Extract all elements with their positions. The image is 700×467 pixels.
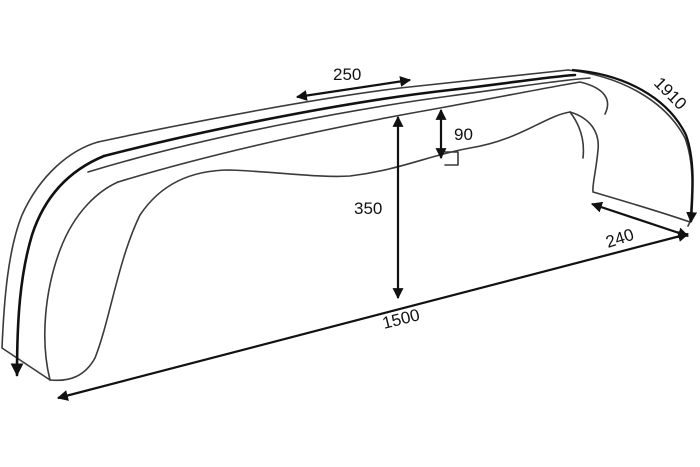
fender-front-profile bbox=[1, 141, 119, 381]
fender-body bbox=[1, 69, 693, 382]
edge-bead-front bbox=[10, 154, 106, 377]
fender-edge-bead bbox=[10, 73, 577, 377]
dimension-height-label: 350 bbox=[354, 199, 382, 218]
fender-rib-line bbox=[87, 77, 591, 173]
dimension-length: 1500 bbox=[56, 231, 690, 401]
dimension-top-width: 250 bbox=[295, 65, 412, 101]
dimension-top-width-label: 250 bbox=[333, 65, 361, 84]
dimension-length-label: 1500 bbox=[380, 305, 421, 333]
dimension-top-width-line bbox=[295, 76, 412, 101]
dimension-arc-length-line bbox=[571, 68, 698, 224]
fender-lower-edge bbox=[49, 111, 571, 382]
dimension-arc-length: 1910 bbox=[571, 68, 698, 224]
dimension-height: 350 bbox=[354, 115, 404, 300]
fender-bracket bbox=[444, 151, 459, 166]
fender-top-back-edge bbox=[117, 81, 609, 183]
dimension-length-line bbox=[56, 231, 690, 401]
fender-right-arch bbox=[569, 111, 691, 223]
dimension-side-width-line bbox=[590, 201, 690, 239]
dimension-edge-depth: 90 bbox=[435, 108, 473, 160]
dimension-side-width: 240 bbox=[590, 201, 690, 252]
dimension-arc-length-label: 1910 bbox=[650, 73, 690, 113]
fender-right-wall bbox=[569, 111, 585, 159]
edge-bead-top bbox=[102, 73, 577, 158]
dimension-edge-depth-label: 90 bbox=[454, 125, 473, 144]
